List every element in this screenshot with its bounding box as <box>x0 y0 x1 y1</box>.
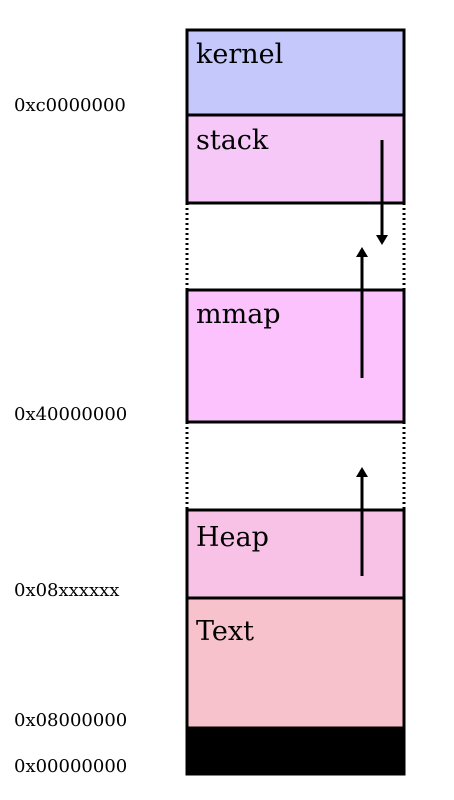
kernel-segment <box>185 28 406 117</box>
heap-label: Heap <box>196 522 269 553</box>
address-kernel-base: 0xc0000000 <box>14 95 126 116</box>
address-zero: 0x00000000 <box>14 756 127 777</box>
mmap-label: mmap <box>196 299 281 330</box>
stack-label: stack <box>196 125 269 156</box>
address-text-base: 0x08000000 <box>14 710 127 731</box>
address-mmap-base: 0x40000000 <box>14 404 127 425</box>
kernel-label: kernel <box>196 39 283 70</box>
null-segment <box>185 727 406 776</box>
mmap-segment <box>185 288 406 424</box>
address-heap-base: 0x08xxxxxx <box>14 580 119 601</box>
heap-segment <box>185 508 406 600</box>
text-label: Text <box>196 616 254 647</box>
stack-segment <box>185 113 406 205</box>
